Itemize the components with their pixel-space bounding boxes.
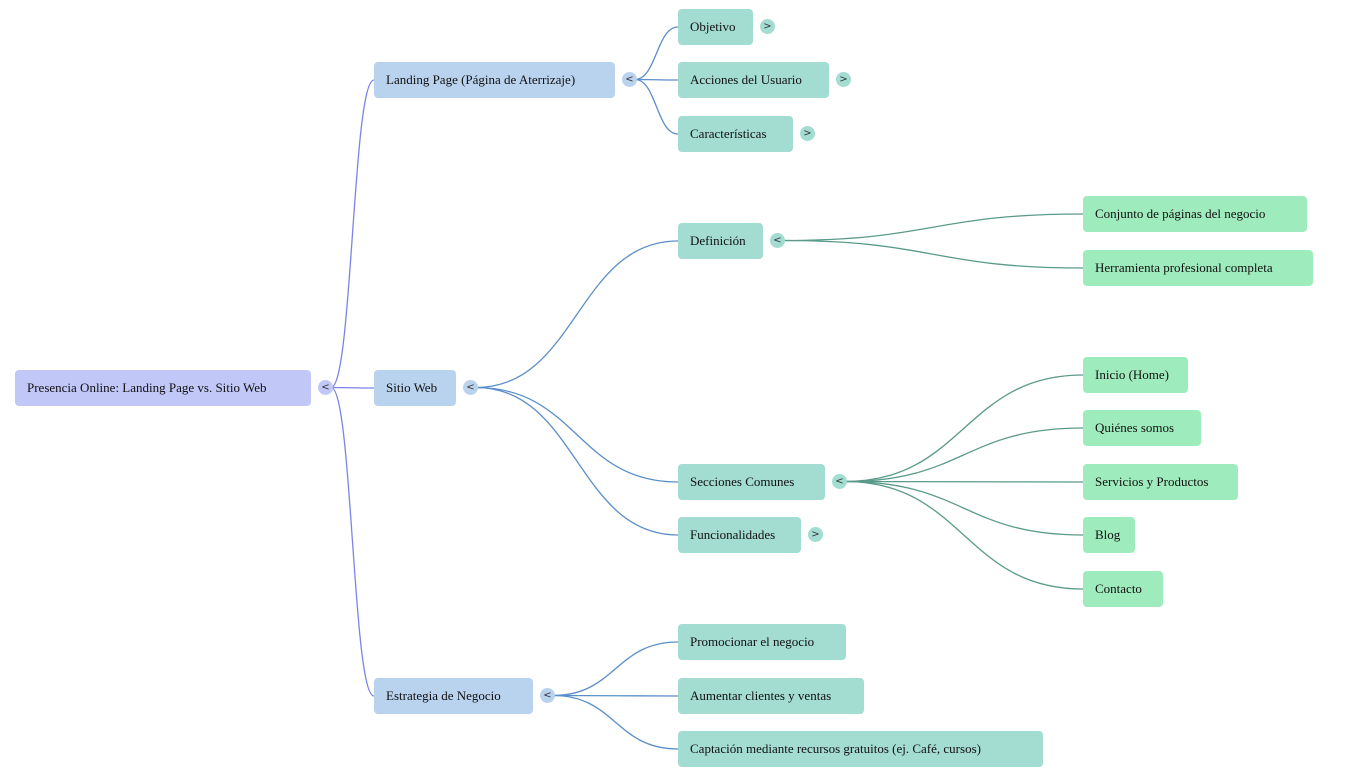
node-herramienta-profesional[interactable]: Herramienta profesional completa <box>1083 250 1313 286</box>
expand-toggle-icon[interactable]: > <box>800 126 815 141</box>
node-label: Estrategia de Negocio <box>386 688 501 703</box>
node-blog[interactable]: Blog <box>1083 517 1135 553</box>
collapse-toggle-icon[interactable]: < <box>832 474 847 489</box>
node-label: Definición <box>690 233 746 248</box>
node-label: Objetivo <box>690 19 736 34</box>
node-label: Sitio Web <box>386 380 438 395</box>
node-label: Landing Page (Página de Aterrizaje) <box>386 72 576 87</box>
node-secciones-comunes[interactable]: Secciones Comunes <box>678 464 825 500</box>
edge-secciones-blog <box>844 480 1084 536</box>
node-label: Promocionar el negocio <box>690 634 815 649</box>
node-estrategia-negocio[interactable]: Estrategia de Negocio <box>374 678 533 714</box>
edge-secciones-contacto <box>844 480 1084 590</box>
edge-secciones-servicios <box>844 480 1084 483</box>
node-conjunto-paginas[interactable]: Conjunto de páginas del negocio <box>1083 196 1307 232</box>
node-acciones-usuario[interactable]: Acciones del Usuario <box>678 62 829 98</box>
node-label: Blog <box>1095 527 1121 542</box>
root-node[interactable]: Presencia Online: Landing Page vs. Sitio… <box>15 370 311 406</box>
collapse-toggle-icon[interactable]: < <box>463 380 478 395</box>
edge-root-estrategia <box>330 386 375 697</box>
node-captacion[interactable]: Captación mediante recursos gratuitos (e… <box>678 731 1043 767</box>
node-label: Secciones Comunes <box>690 474 795 489</box>
node-quienes-somos[interactable]: Quiénes somos <box>1083 410 1201 446</box>
edge-estrategia-promocionar <box>552 641 679 697</box>
collapse-toggle-icon[interactable]: < <box>540 688 555 703</box>
node-label: Inicio (Home) <box>1095 367 1170 382</box>
node-definicion[interactable]: Definición <box>678 223 763 259</box>
edge-landing-objetivo <box>634 26 679 81</box>
node-aumentar[interactable]: Aumentar clientes y ventas <box>678 678 864 714</box>
edge-root-sitio <box>330 386 375 389</box>
expand-toggle-icon[interactable]: > <box>808 527 823 542</box>
node-label: Contacto <box>1095 581 1142 596</box>
edge-landing-caracteristicas <box>634 78 679 135</box>
node-caracteristicas[interactable]: Características <box>678 116 793 152</box>
edge-sitio-definicion <box>475 240 679 389</box>
node-objetivo[interactable]: Objetivo <box>678 9 753 45</box>
node-contacto[interactable]: Contacto <box>1083 571 1163 607</box>
edge-definicion-conjunto <box>782 213 1084 242</box>
node-label: Presencia Online: Landing Page vs. Sitio… <box>27 380 267 395</box>
node-landing-page[interactable]: Landing Page (Página de Aterrizaje) <box>374 62 615 98</box>
node-sitio-web[interactable]: Sitio Web <box>374 370 456 406</box>
node-label: Funcionalidades <box>690 527 776 542</box>
node-label: Servicios y Productos <box>1095 474 1209 489</box>
edge-secciones-inicio <box>844 374 1084 483</box>
edge-estrategia-aumentar <box>552 694 679 697</box>
node-inicio[interactable]: Inicio (Home) <box>1083 357 1188 393</box>
node-label: Aumentar clientes y ventas <box>690 688 832 703</box>
node-label: Captación mediante recursos gratuitos (e… <box>690 741 981 756</box>
expand-toggle-icon[interactable]: > <box>836 72 851 87</box>
collapse-toggle-icon[interactable]: < <box>770 233 785 248</box>
expand-toggle-icon[interactable]: > <box>760 19 775 34</box>
collapse-toggle-icon[interactable]: < <box>622 72 637 87</box>
edge-landing-acciones <box>634 78 679 81</box>
node-funcionalidades[interactable]: Funcionalidades <box>678 517 801 553</box>
collapse-toggle-icon[interactable]: < <box>318 380 333 395</box>
node-servicios-productos[interactable]: Servicios y Productos <box>1083 464 1238 500</box>
edge-sitio-secciones <box>475 386 679 483</box>
node-label: Quiénes somos <box>1095 420 1175 435</box>
edge-definicion-herramienta <box>782 239 1084 269</box>
node-promocionar[interactable]: Promocionar el negocio <box>678 624 846 660</box>
node-label: Acciones del Usuario <box>690 72 802 87</box>
edge-estrategia-captacion <box>552 694 679 750</box>
node-label: Conjunto de páginas del negocio <box>1095 206 1266 221</box>
edge-secciones-quienes <box>844 427 1084 483</box>
edge-sitio-funcionalidades <box>475 386 679 536</box>
node-label: Características <box>690 126 767 141</box>
edge-root-landing <box>330 79 375 389</box>
node-label: Herramienta profesional completa <box>1095 260 1273 275</box>
